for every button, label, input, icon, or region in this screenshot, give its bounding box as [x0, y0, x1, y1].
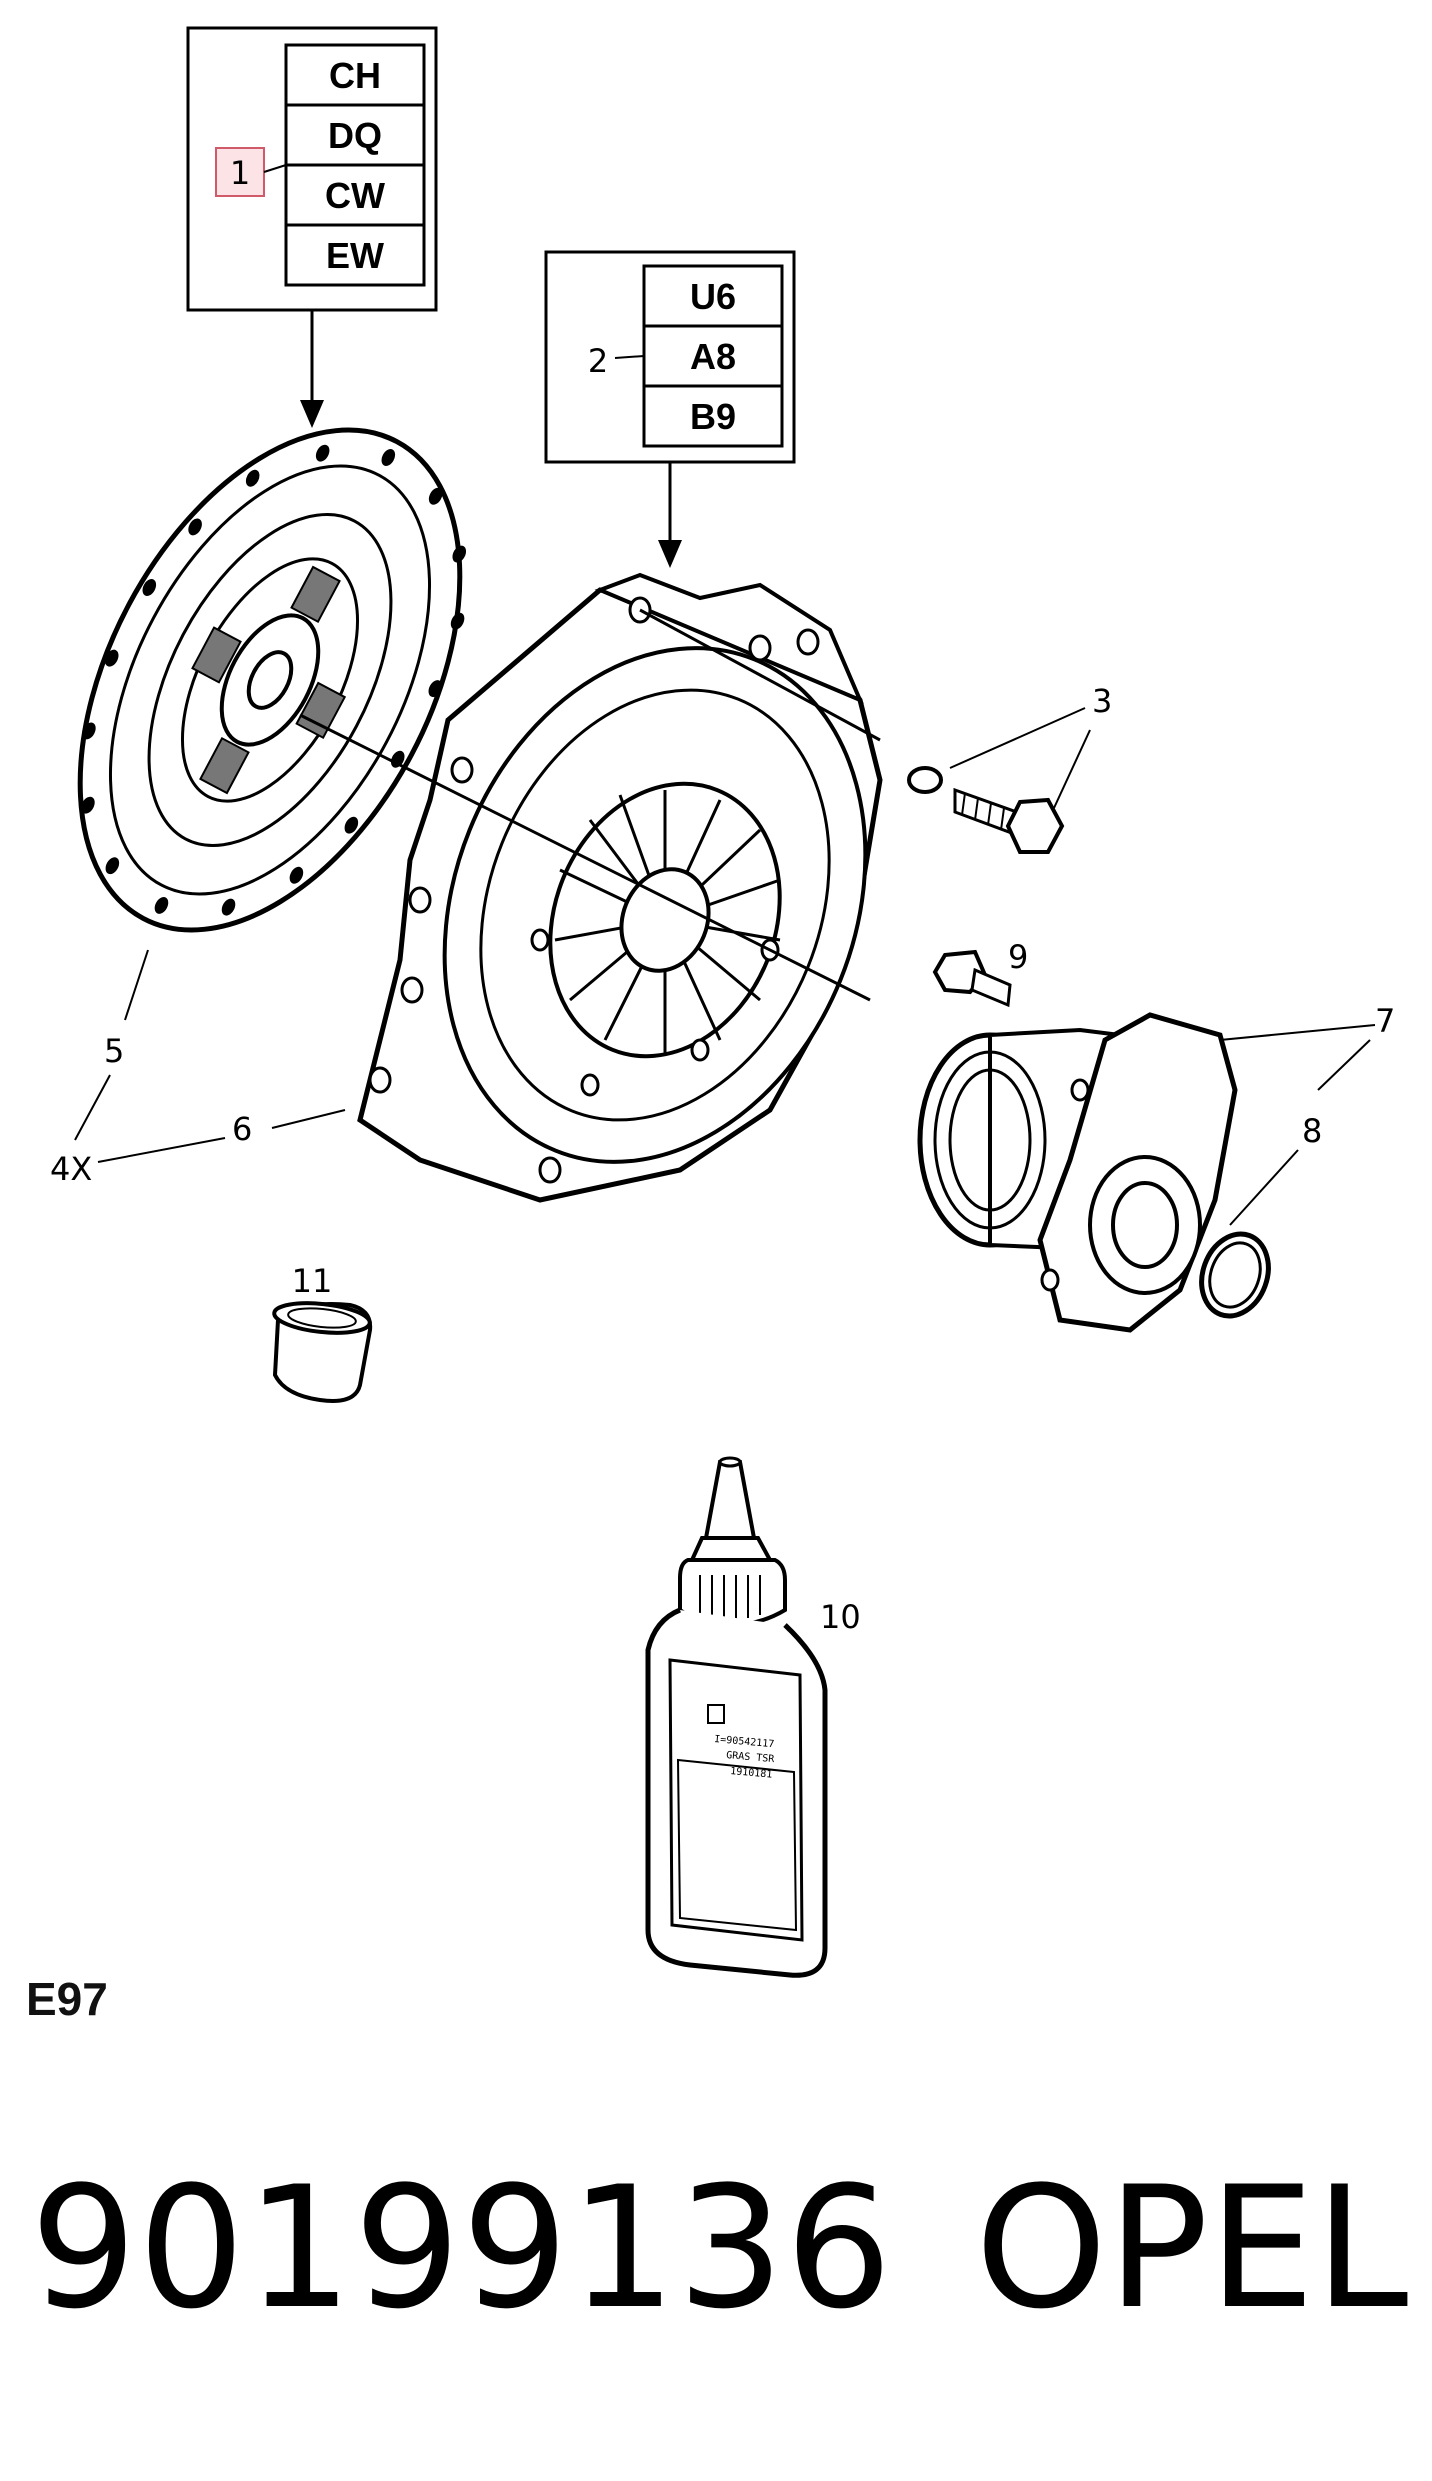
code-cell: B9 [690, 396, 736, 437]
pilot-bushing[interactable] [272, 1299, 373, 1403]
callout-1[interactable]: 1 [230, 154, 250, 192]
arrow-down-icon [300, 400, 324, 428]
callout-6[interactable]: 6 [232, 1110, 252, 1148]
small-bolt[interactable] [932, 949, 1012, 1008]
callout-2[interactable]: 2 [588, 342, 608, 380]
code-cell: EW [326, 235, 384, 276]
callout-5[interactable]: 5 [104, 1032, 124, 1070]
diagram-code: E97 [26, 1973, 108, 2025]
callout-3[interactable]: 3 [1092, 682, 1112, 720]
callout-8[interactable]: 8 [1302, 1112, 1322, 1150]
callout-10[interactable]: 10 [820, 1598, 861, 1636]
slave-cylinder[interactable] [917, 1012, 1238, 1333]
code-cell: CH [329, 55, 381, 96]
variant-code-box-1: CH DQ CW EW 1 [186, 26, 438, 312]
clutch-disc[interactable] [2, 366, 538, 993]
bottle-label-line: 1910181 [730, 1766, 773, 1781]
o-ring[interactable] [1191, 1225, 1280, 1326]
callout-11[interactable]: 11 [292, 1262, 333, 1300]
part-number: 90199136 [30, 2150, 894, 2346]
code-cell: DQ [328, 115, 382, 156]
arrow-down-icon [658, 540, 682, 568]
code-cell: A8 [690, 336, 736, 377]
bottle-label-line: GRAS TSR [726, 1750, 776, 1765]
code-cell: U6 [690, 276, 736, 317]
bolt-with-washer[interactable] [907, 766, 1065, 854]
pressure-plate[interactable] [357, 572, 940, 1226]
brand-name: OPEL [975, 2150, 1409, 2346]
callout-7[interactable]: 7 [1375, 1002, 1395, 1040]
variant-code-box-2: U6 A8 B9 2 [544, 250, 796, 464]
callout-4x[interactable]: 4X [50, 1150, 92, 1188]
grease-bottle[interactable]: I=90542117 GRAS TSR 1910181 [645, 1456, 828, 1978]
code-cell: CW [325, 175, 385, 216]
callout-9[interactable]: 9 [1008, 938, 1028, 976]
highlight-marker [215, 147, 265, 197]
bottle-label-line: I=90542117 [714, 1734, 775, 1750]
